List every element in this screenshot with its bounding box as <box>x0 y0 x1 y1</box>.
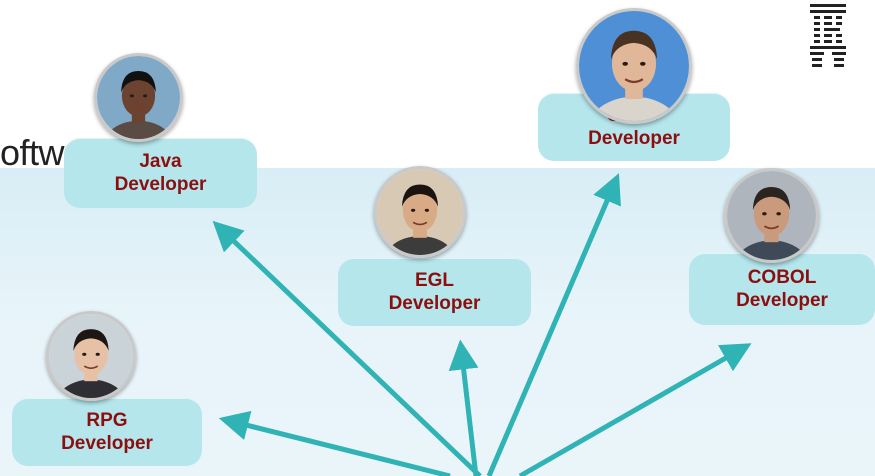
java-developer-avatar <box>94 53 183 142</box>
arrow-to-egl <box>448 339 479 476</box>
role-title: Developer <box>588 128 680 149</box>
arrow-to-cpp <box>486 173 621 476</box>
role-title: Developer <box>388 293 481 314</box>
ibm-logo-icon <box>808 2 848 72</box>
role-title: Developer <box>736 290 828 311</box>
rpg-developer-avatar <box>46 311 136 401</box>
arrow-to-cobol <box>518 343 752 476</box>
cobol-developer-avatar <box>724 168 819 263</box>
role-title: Developer <box>114 174 207 195</box>
arrow-to-rpg <box>218 410 451 476</box>
cpp-developer-avatar <box>576 8 692 124</box>
arrow-to-java <box>212 220 482 476</box>
role-name: RPG <box>86 410 128 431</box>
role-name: Java <box>139 151 182 172</box>
cpp-developer-label: C/C++Developer <box>538 93 730 161</box>
role-title: Developer <box>61 433 153 454</box>
role-name: EGL <box>414 270 455 291</box>
role-name: COBOL <box>747 267 817 288</box>
egl-developer-avatar <box>374 166 466 258</box>
